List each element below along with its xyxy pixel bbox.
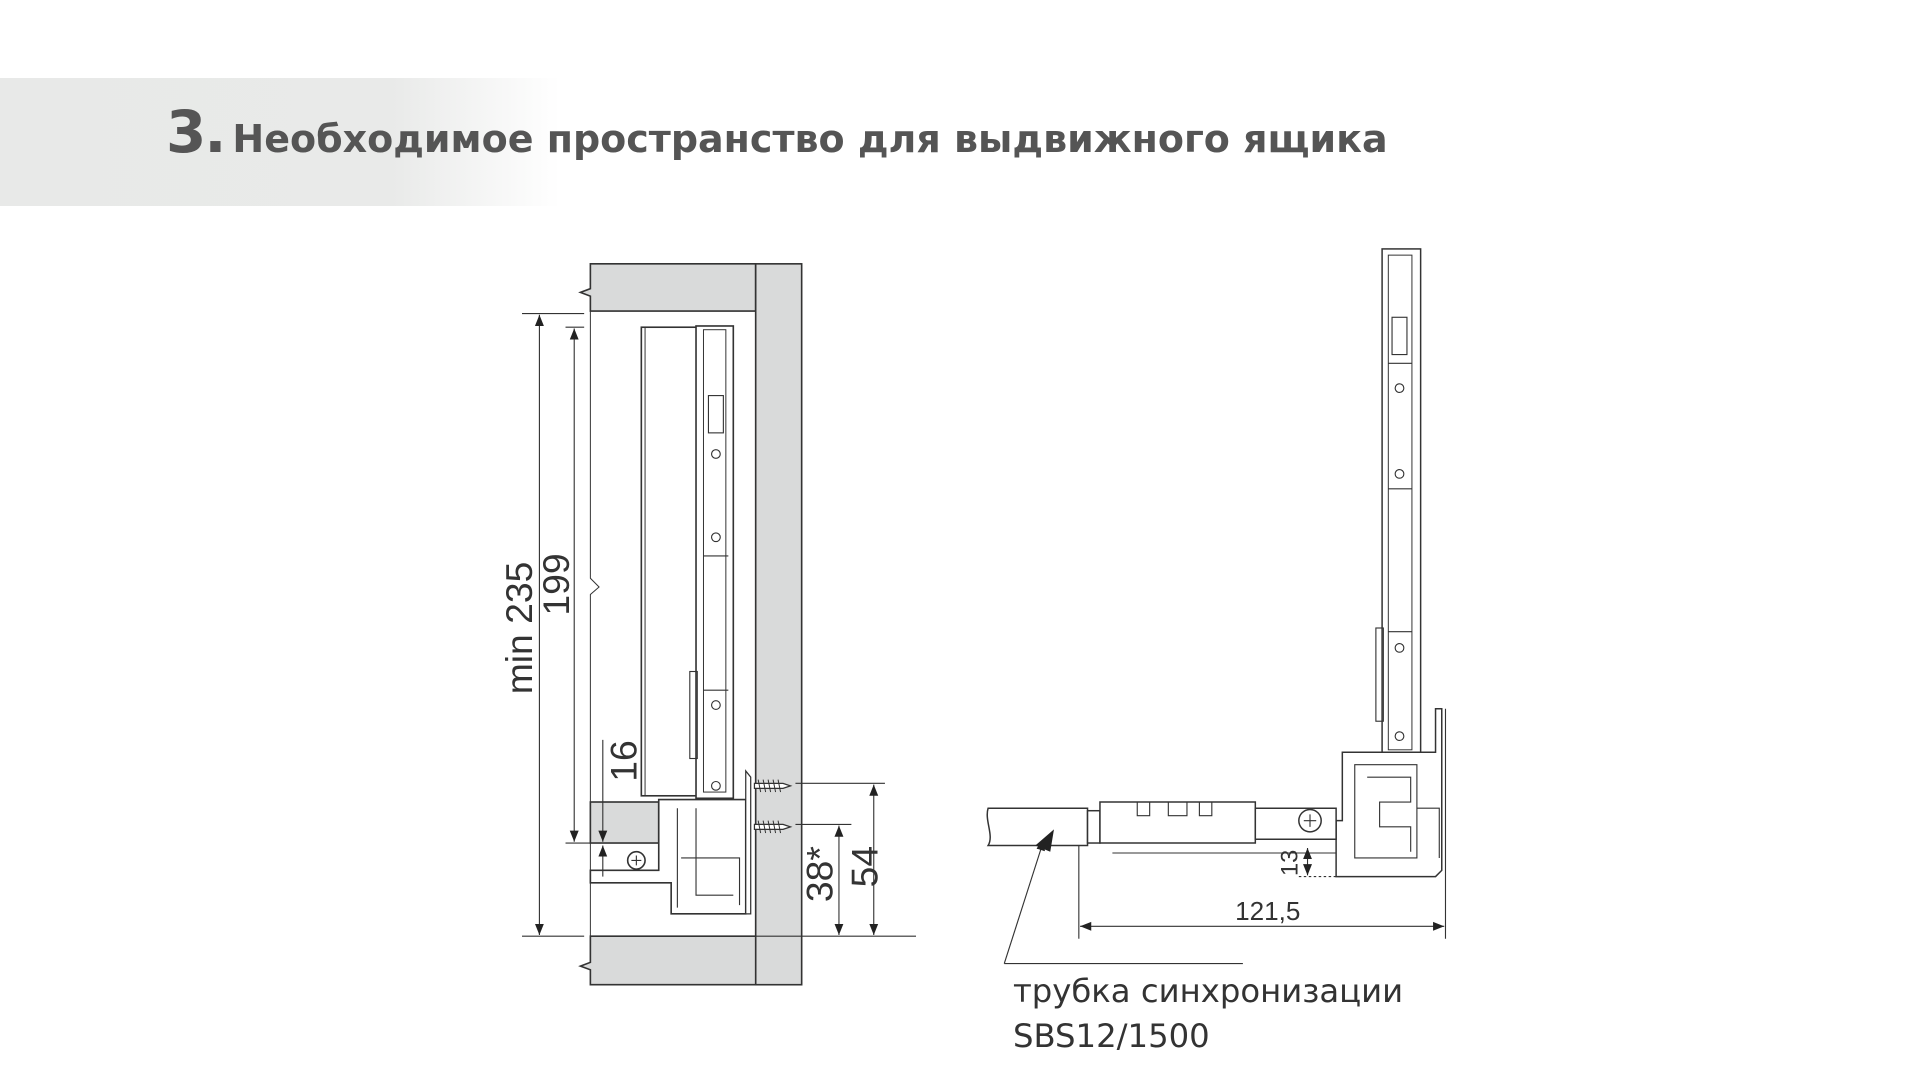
callout-label-line1: трубка синхронизации <box>1013 972 1403 1010</box>
dimension-13: 13 <box>1278 850 1304 876</box>
section-number: 3. <box>166 98 226 166</box>
drawer-front-break <box>589 311 600 937</box>
dimension-199: 199 <box>535 553 577 615</box>
section-title: Необходимое пространство для выдвижного … <box>232 117 1388 161</box>
runner-end-view <box>986 248 1443 878</box>
cabinet-bottom-panel <box>578 935 757 986</box>
dimension-38: 38* <box>799 846 841 902</box>
left-dimensions <box>522 312 917 937</box>
sync-tube <box>986 807 1089 847</box>
screw-icon <box>753 820 793 834</box>
dimension-min-235: min 235 <box>498 562 540 695</box>
dimension-54: 54 <box>843 846 885 887</box>
runner-base-bracket <box>1335 708 1443 878</box>
screw-icon <box>753 779 793 793</box>
drawer-runner <box>695 325 735 800</box>
cabinet-section-view <box>578 263 803 986</box>
page-title: 3.Необходимое пространство для выдвижног… <box>166 98 1388 166</box>
sync-rod-housing <box>1099 801 1257 844</box>
callout-label-line2: SBS12/1500 <box>1013 1017 1210 1055</box>
mounting-bracket <box>745 769 752 915</box>
callout-leader <box>1003 839 1045 964</box>
callout-arrow-icon <box>1035 829 1054 852</box>
dimension-121-5: 121,5 <box>1235 896 1300 926</box>
cabinet-side-panel <box>754 263 803 986</box>
header-band <box>0 78 560 206</box>
drawer-side-wall <box>640 326 699 797</box>
dimension-16: 16 <box>602 740 644 781</box>
drawer-bottom-block <box>589 801 660 844</box>
right-dimensions <box>1003 708 1447 965</box>
cabinet-top-panel <box>578 263 757 312</box>
